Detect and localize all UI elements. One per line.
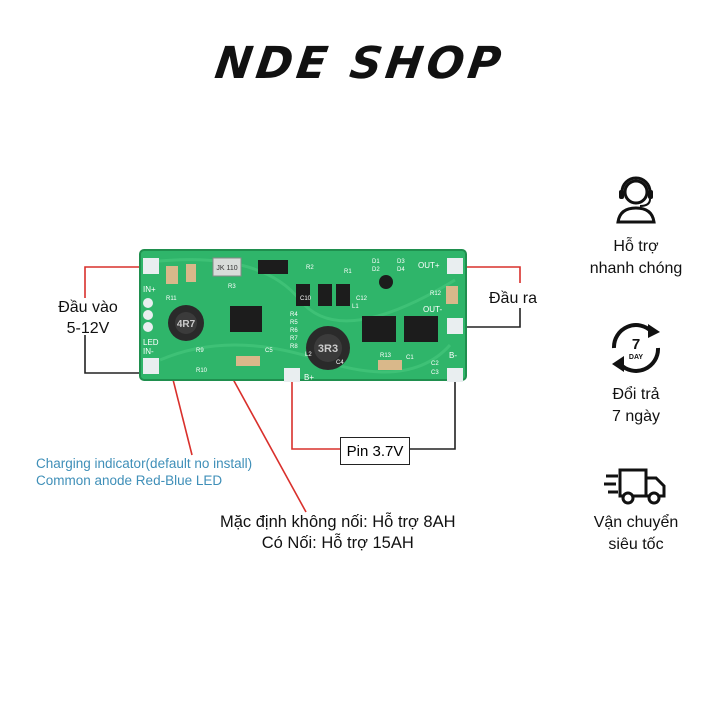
silk-inductor-2: 3R3: [318, 343, 338, 355]
ic-3: [404, 316, 438, 342]
return-icon-day: DAY: [629, 354, 643, 361]
silk-part-r3: R3: [228, 284, 236, 290]
pad-b-plus: [284, 368, 300, 382]
default-note-line2: Có Nối: Hỗ trợ 15AH: [261, 534, 414, 552]
pcb-board: [139, 249, 467, 382]
pad-out-plus: [447, 258, 463, 274]
silk-part-r1: R1: [344, 269, 352, 275]
seven-day-return-icon: 7 DAY: [611, 323, 661, 373]
capacitor-1: [166, 266, 178, 284]
silk-part-c2: C2: [431, 361, 439, 367]
silk-out-plus: OUT+: [418, 261, 440, 270]
feature-delivery: Vận chuyển siêu tốc: [566, 466, 706, 556]
default-connection-note: Mặc định không nối: Hỗ trợ 8AH Có Nối: H…: [220, 512, 456, 554]
pad-led-1: [143, 298, 153, 308]
silk-part-c3: C3: [431, 370, 439, 376]
charging-note-line2: Common anode Red-Blue LED: [36, 473, 223, 488]
feature-return: 7 DAY Đổi trả 7 ngày: [566, 318, 706, 428]
pad-b-minus: [447, 368, 463, 382]
silk-part-r2: R2: [306, 265, 314, 271]
silk-part-l2: L2: [305, 352, 312, 358]
silk-part-c4: C4: [336, 360, 344, 366]
silk-in-minus: IN-: [143, 347, 154, 356]
output-label: Đầu ra: [489, 290, 538, 307]
silk-led: LED: [143, 338, 159, 347]
diode-2: [296, 284, 310, 306]
pad-out-minus: [447, 318, 463, 334]
capacitor-2: [186, 264, 196, 282]
input-label: Đầu vào 5-12V: [48, 297, 128, 339]
feature-support-line2: nhanh chóng: [589, 260, 683, 277]
feature-return-line2: 7 ngày: [611, 408, 661, 425]
silk-part-d3: D3: [397, 259, 405, 265]
input-label-line2: 5-12V: [66, 320, 110, 337]
capacitor-5: [378, 360, 402, 370]
silk-part-d4: D4: [397, 267, 405, 273]
charging-indicator-note: Charging indicator(default no install) C…: [36, 455, 252, 489]
feature-return-line1: Đổi trả: [612, 386, 660, 403]
chip-jk110: [212, 257, 242, 277]
pad-in-minus: [143, 358, 159, 374]
pad-led-2: [143, 310, 153, 320]
feature-delivery-line1: Vận chuyển: [593, 514, 679, 531]
silk-part-r11: R11: [166, 296, 177, 302]
silk-part-c1: C1: [406, 355, 414, 361]
battery-callout-lines: [291, 376, 456, 450]
silk-b-plus: B+: [304, 373, 314, 382]
capacitor-3: [446, 286, 458, 304]
feature-delivery-line2: siêu tốc: [608, 536, 664, 553]
silk-part-r10: R10: [196, 368, 208, 374]
silk-b-minus: B-: [449, 351, 457, 360]
transistor: [379, 275, 393, 289]
diode-top: [258, 260, 288, 274]
output-callout-lines: [455, 266, 521, 328]
default-note-line1: Mặc định không nối: Hỗ trợ 8AH: [220, 513, 456, 531]
battery-label: Pin 3.7V: [340, 437, 410, 465]
silk-part-r4: R4: [290, 312, 298, 318]
silk-chip-jk110: JK 110: [216, 265, 237, 272]
delivery-truck-icon: [604, 468, 666, 505]
ic-1: [230, 306, 262, 332]
feature-support-line1: Hỗ trợ: [613, 238, 659, 255]
headset-support-icon: [616, 176, 656, 224]
silk-part-r8: R8: [290, 344, 298, 350]
silk-part-r13: R13: [380, 353, 392, 359]
silk-part-r9: R9: [196, 348, 204, 354]
silk-part-d1: D1: [372, 259, 380, 265]
input-label-line1: Đầu vào: [58, 299, 118, 316]
silk-part-r12: R12: [430, 291, 442, 297]
silk-part-r5: R5: [290, 320, 298, 326]
capacitor-4: [236, 356, 260, 366]
ic-2: [362, 316, 396, 342]
return-icon-number: 7: [632, 336, 640, 353]
silk-part-c5: C5: [265, 348, 273, 354]
silk-part-r6: R6: [290, 328, 298, 334]
silk-part-c10: C10: [300, 296, 312, 302]
silk-part-c12: C12: [356, 296, 368, 302]
input-callout-lines: [84, 266, 150, 374]
silk-part-r7: R7: [290, 336, 298, 342]
silk-out-minus: OUT-: [423, 305, 442, 314]
feature-support: Hỗ trợ nhanh chóng: [566, 170, 706, 280]
diode-4: [336, 284, 350, 306]
pad-led-3: [143, 322, 153, 332]
silk-in-plus: IN+: [143, 285, 156, 294]
silk-part-l1: L1: [352, 304, 359, 310]
diode-3: [318, 284, 332, 306]
silk-inductor-1: 4R7: [177, 319, 196, 330]
pad-in-plus: [143, 258, 159, 274]
charging-note-line1: Charging indicator(default no install): [36, 456, 253, 471]
silk-part-d2: D2: [372, 267, 380, 273]
default-jumper-pointer: [227, 369, 307, 513]
